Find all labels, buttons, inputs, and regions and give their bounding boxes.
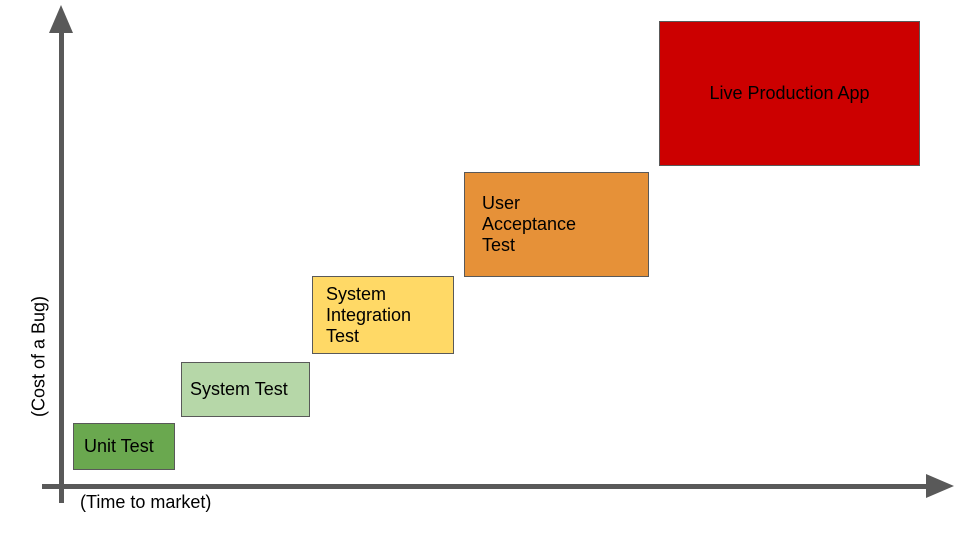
stage-box-system-integration-test: System Integration Test bbox=[312, 276, 454, 354]
arrow-up-icon bbox=[49, 5, 73, 33]
x-axis-line bbox=[42, 484, 930, 489]
stage-box-user-acceptance-test: User Acceptance Test bbox=[464, 172, 649, 277]
stage-label-live-production-app: Live Production App bbox=[709, 83, 870, 103]
stage-box-system-test: System Test bbox=[181, 362, 310, 417]
stage-label-system-integration-test: System Integration Test bbox=[326, 283, 412, 346]
arrow-right-icon bbox=[926, 474, 954, 498]
stage-box-unit-test: Unit Test bbox=[73, 423, 175, 470]
stage-label-system-test: System Test bbox=[190, 379, 288, 399]
y-axis-label: (Cost of a Bug) bbox=[28, 295, 49, 418]
stage-label-user-acceptance-test: User Acceptance Test bbox=[482, 193, 577, 255]
stage-label-unit-test: Unit Test bbox=[84, 436, 154, 456]
x-axis-label: (Time to market) bbox=[80, 492, 212, 512]
y-axis-line bbox=[59, 30, 64, 503]
stage-box-live-production-app: Live Production App bbox=[659, 21, 920, 166]
